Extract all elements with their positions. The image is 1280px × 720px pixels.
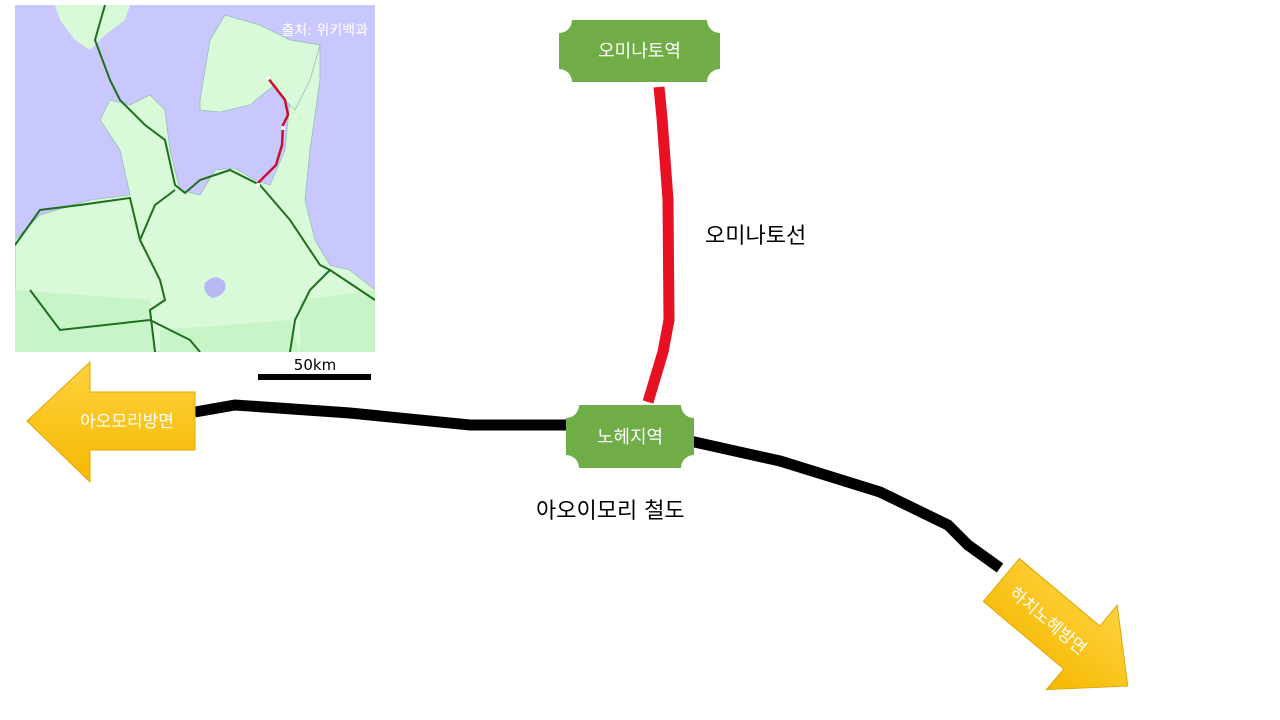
- map-credit: 출처: 위키백과: [282, 23, 369, 39]
- land-hokkaido-tip: [55, 5, 130, 50]
- direction-arrow-aomori[interactable]: 아오모리방면: [26, 360, 196, 484]
- station-noheji-label: 노헤지역: [597, 427, 663, 448]
- aoimori-railway-label: 아오이모리 철도: [536, 499, 685, 524]
- map-station-mid: [281, 126, 285, 130]
- ominato-line-label: 오미나토선: [705, 224, 807, 249]
- station-noheji[interactable]: 노헤지역: [566, 405, 694, 468]
- rail-lines: [15, 5, 375, 352]
- location-map: 출처: 위키백과: [15, 5, 375, 352]
- station-ominato[interactable]: 오미나토역: [559, 20, 720, 82]
- land-south: [15, 290, 375, 352]
- land-tsugaru: [15, 44, 375, 352]
- scale-bar: [258, 374, 371, 380]
- map-station-noheji: [256, 183, 260, 187]
- aoimori-railway-east: [688, 435, 1004, 573]
- map-station-ominato: [266, 76, 270, 80]
- land-shimokita: [199, 14, 321, 113]
- station-ominato-label: 오미나토역: [598, 41, 681, 62]
- lake-towada: [204, 277, 226, 298]
- ominato-line: [642, 86, 675, 404]
- aoimori-railway-west: [194, 399, 570, 431]
- ominato-line-route: [257, 77, 290, 184]
- scale-label: 50km: [294, 356, 336, 374]
- direction-aomori-label: 아오모리방면: [80, 412, 174, 432]
